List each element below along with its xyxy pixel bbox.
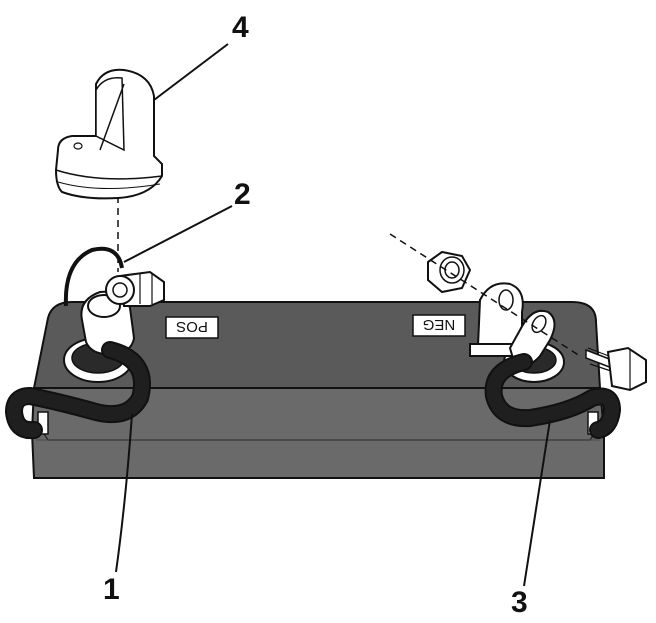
callout-4: 4 [232, 11, 249, 44]
callout-3: 3 [511, 586, 528, 619]
alignment-line-bolt [389, 233, 581, 357]
neg-label-plate: NEG [412, 314, 466, 337]
battery-front-face [30, 387, 605, 479]
leader-line-2 [123, 205, 233, 263]
neg-label: NEG [423, 316, 456, 333]
callout-1: 1 [103, 573, 120, 606]
pos-label: POS [176, 318, 208, 335]
leader-line-3 [523, 419, 551, 587]
hex-nut [427, 250, 472, 294]
hex-bolt [585, 346, 647, 392]
pos-label-plate: POS [165, 316, 219, 339]
leader-line-1 [115, 413, 133, 573]
callout-2: 2 [234, 178, 251, 211]
terminal-cover [54, 68, 163, 200]
leader-line-4 [153, 43, 229, 101]
